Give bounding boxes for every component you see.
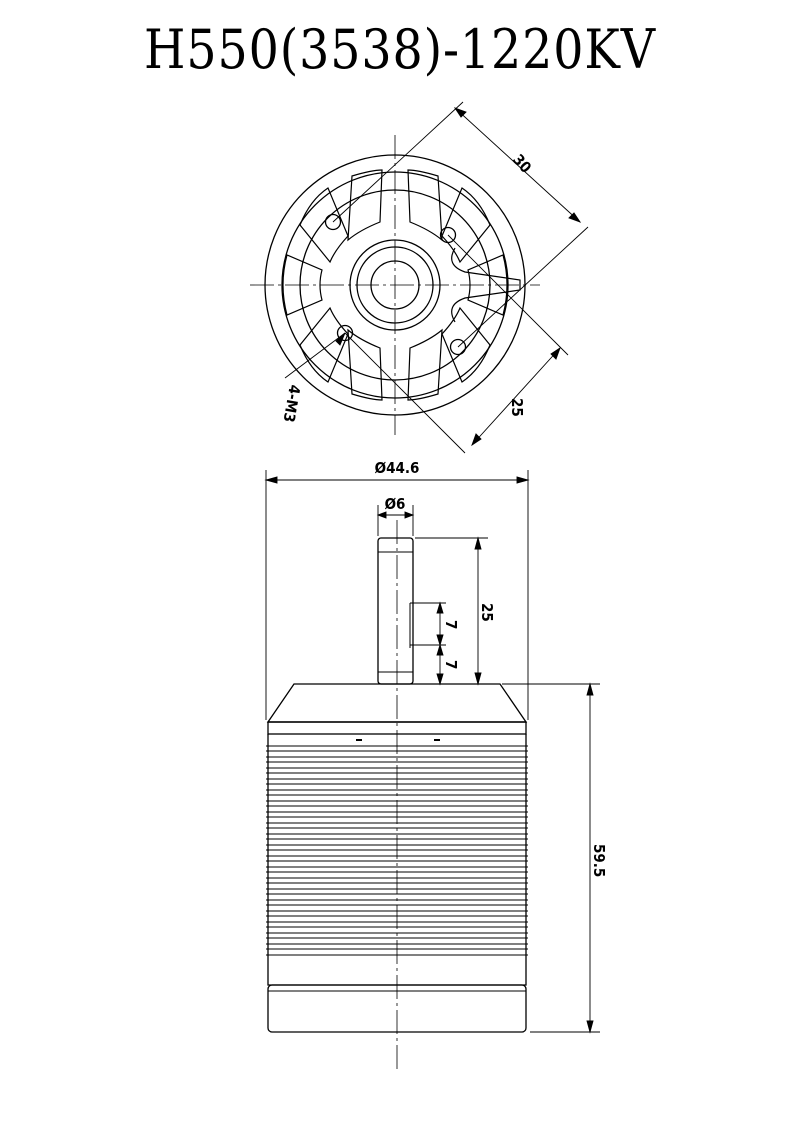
cooling-ribs <box>266 745 528 956</box>
dim-flat-lower: 7 <box>442 660 460 669</box>
bell-ring <box>299 189 491 381</box>
dim-shaft-length: 25 <box>478 603 496 622</box>
dim-flat-upper: 7 <box>442 620 460 629</box>
hub-mid <box>356 246 434 324</box>
dim-diameter-lines <box>264 470 530 720</box>
drawing-title: H550(3538)-1220KV <box>144 18 656 81</box>
dim-holes-leader <box>284 332 346 379</box>
top-view <box>250 101 589 454</box>
dim-height-lines <box>502 682 600 1034</box>
dim-diameter: Ø44.6 <box>375 459 420 477</box>
dim-mount-25: 25 <box>508 398 526 417</box>
side-view <box>264 470 600 1070</box>
dim-30-lines <box>332 101 589 348</box>
wire-slot <box>451 247 521 323</box>
motor-base <box>267 984 527 1033</box>
top-view-center-lines <box>250 135 540 435</box>
dim-shaft-diameter: Ø6 <box>385 495 406 513</box>
dim-mount-30: 30 <box>509 151 535 177</box>
inner-ring <box>281 171 509 399</box>
dim-shaft-diameter-lines <box>376 505 415 536</box>
dim-shaft-length-lines <box>415 536 488 686</box>
shaft <box>377 537 414 685</box>
dim-25-lines <box>344 234 569 454</box>
hub-inner <box>370 260 420 310</box>
dim-holes: 4-M3 <box>279 383 303 423</box>
hub-outer <box>349 239 441 331</box>
mounting-holes <box>324 213 467 356</box>
dim-height: 59.5 <box>590 844 608 877</box>
dim-flat-lines <box>410 601 446 686</box>
